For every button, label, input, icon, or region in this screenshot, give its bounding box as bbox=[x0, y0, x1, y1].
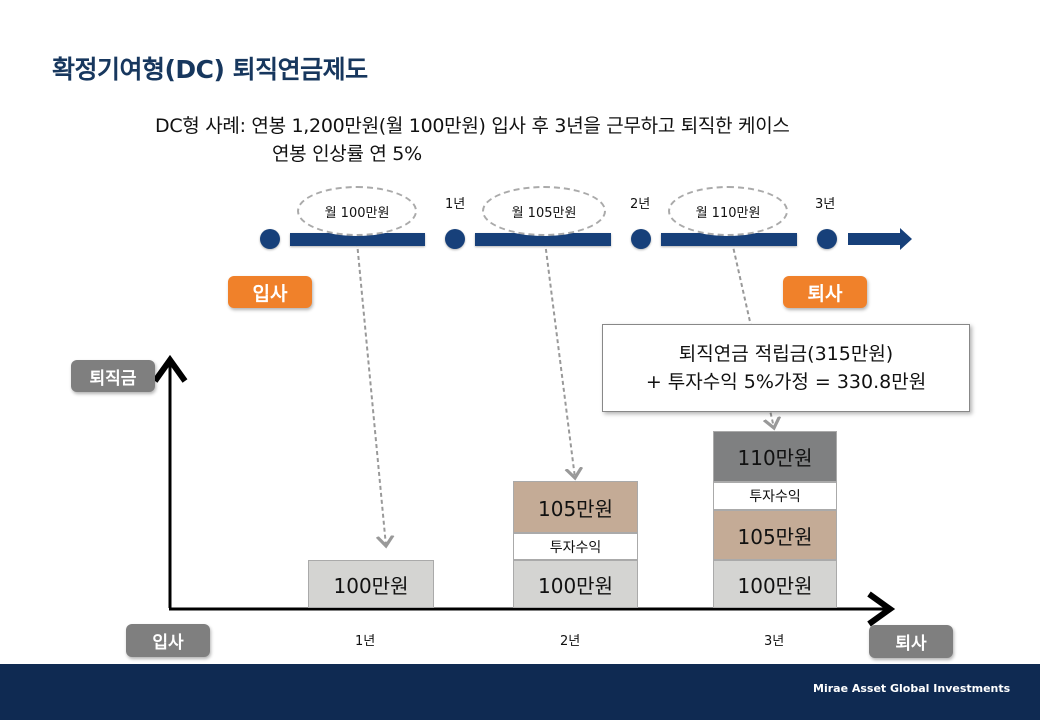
connector-year2 bbox=[544, 241, 575, 478]
y-axis-label: 퇴직금 bbox=[71, 360, 155, 392]
x-axis-start-label: 입사 bbox=[126, 624, 210, 657]
timeline-year-2: 2년 bbox=[630, 197, 651, 212]
timeline-year-3: 3년 bbox=[815, 197, 836, 212]
salary-oval-year2: 월 105만원 bbox=[482, 186, 606, 236]
stack3-year2-segment: 105만원 bbox=[713, 510, 837, 560]
x-tick-year1: 1년 bbox=[355, 634, 376, 649]
case-description: DC형 사례: 연봉 1,200만원(월 100만원) 입사 후 3년을 근무하… bbox=[155, 112, 790, 168]
salary-oval-year3: 월 110만원 bbox=[668, 186, 788, 236]
timeline-dot-year2 bbox=[631, 229, 651, 249]
summary-callout: 퇴직연금 적립금(315만원) + 투자수익 5%가정 = 330.8만원 bbox=[602, 324, 970, 412]
connector-year3 bbox=[731, 241, 774, 428]
timeline-bar-year2 bbox=[475, 233, 611, 246]
timeline-year-1: 1년 bbox=[445, 197, 466, 212]
summary-line1: 퇴직연금 적립금(315만원) bbox=[678, 343, 894, 365]
stack2-base-segment: 100만원 bbox=[513, 560, 638, 608]
retire-label: 퇴사 bbox=[783, 276, 867, 308]
x-tick-year3: 3년 bbox=[764, 634, 785, 649]
footer-brand: Mirae Asset Global Investments bbox=[813, 682, 1011, 695]
timeline-bar-year3 bbox=[661, 233, 797, 246]
timeline-dot-year3 bbox=[817, 229, 837, 249]
join-label: 입사 bbox=[228, 276, 312, 308]
x-tick-year2: 2년 bbox=[560, 634, 581, 649]
case-description-line2: 연봉 인상률 연 5% bbox=[272, 143, 422, 165]
footer-bar bbox=[0, 664, 1040, 720]
case-description-line1: DC형 사례: 연봉 1,200만원(월 100만원) 입사 후 3년을 근무하… bbox=[155, 115, 790, 137]
timeline-arrow-icon bbox=[848, 228, 912, 250]
stack2-year2-segment: 105만원 bbox=[513, 481, 638, 533]
page-title: 확정기여형(DC) 퇴직연금제도 bbox=[52, 55, 368, 84]
stack3-return-segment: 투자수익 bbox=[713, 482, 837, 510]
salary-oval-year1: 월 100만원 bbox=[297, 186, 417, 236]
stack1-base-segment: 100만원 bbox=[308, 560, 434, 608]
timeline-bar-year1 bbox=[290, 233, 425, 246]
timeline-dot-year1 bbox=[445, 229, 465, 249]
stack2-return-segment: 투자수익 bbox=[513, 533, 638, 560]
connector-year1 bbox=[356, 241, 386, 546]
stack3-year3-segment: 110만원 bbox=[713, 431, 837, 482]
timeline-dot-start bbox=[260, 229, 280, 249]
summary-line2: + 투자수익 5%가정 = 330.8만원 bbox=[645, 371, 927, 393]
x-axis-end-label: 퇴사 bbox=[869, 625, 953, 658]
stack3-base-segment: 100만원 bbox=[713, 560, 837, 608]
